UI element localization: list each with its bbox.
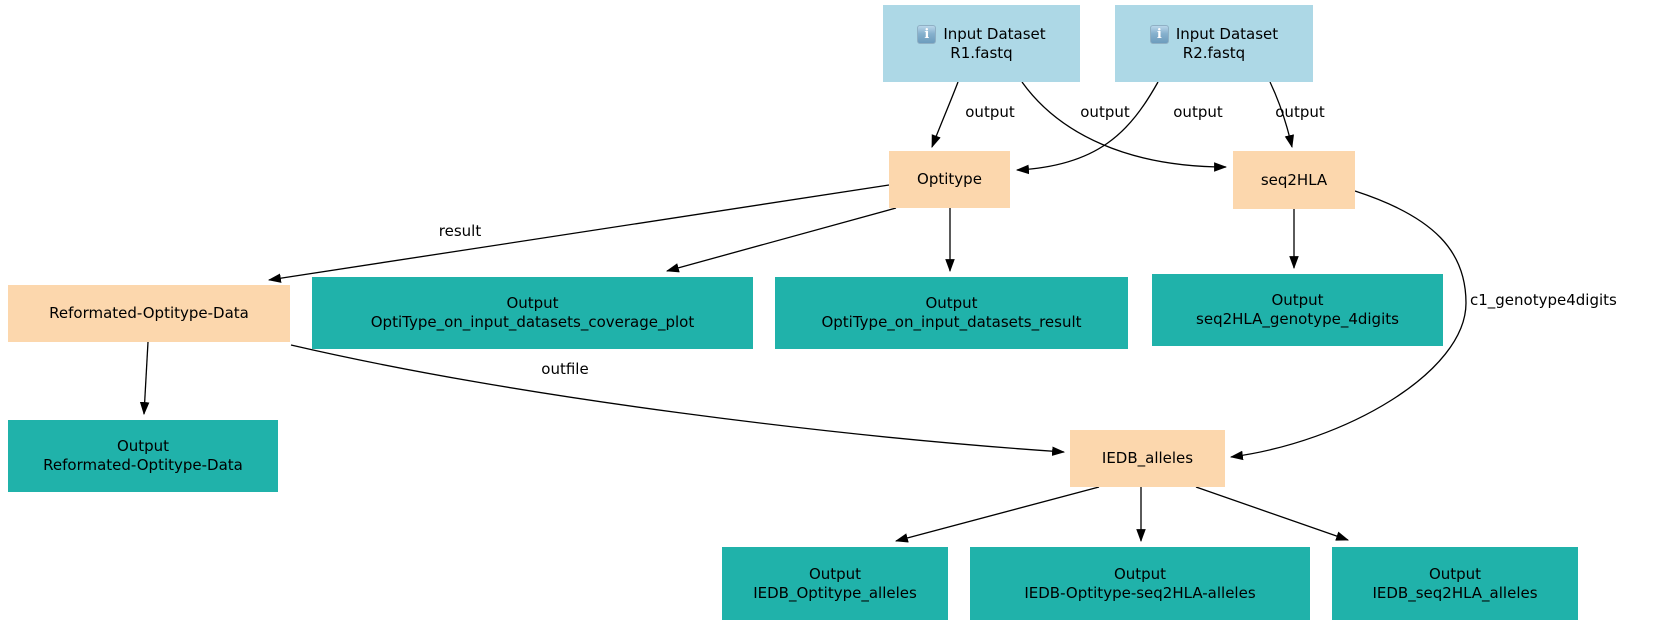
node-label: Output	[808, 564, 862, 583]
node-output-iedb-seq2hla-alleles[interactable]: Output IEDB_seq2HLA_alleles	[1332, 547, 1578, 620]
edge-label-outfile: outfile	[541, 360, 589, 378]
node-sublabel: R2.fastq	[1182, 43, 1246, 62]
node-output-seq2hla-genotype-4digits[interactable]: Output seq2HLA_genotype_4digits	[1152, 274, 1443, 346]
node-output-optitype-coverage-plot[interactable]: Output OptiType_on_input_datasets_covera…	[312, 277, 753, 349]
node-sublabel: R1.fastq	[950, 43, 1013, 62]
node-label: Output	[925, 294, 978, 312]
node-sublabel: IEDB_Optitype_alleles	[753, 583, 917, 602]
node-output-iedb-optitype-alleles[interactable]: Output IEDB_Optitype_alleles	[722, 547, 948, 620]
node-label: Output	[1271, 291, 1324, 309]
edge-label-result: result	[438, 222, 482, 240]
node-input-dataset-r1[interactable]: Input Dataset R1.fastq	[883, 5, 1080, 82]
node-label: Output	[116, 437, 170, 455]
node-input-dataset-r2[interactable]: Input Dataset R2.fastq	[1115, 5, 1313, 82]
node-tool-iedb-alleles[interactable]: IEDB_alleles	[1070, 430, 1225, 487]
edge-label-c1-genotype4digits: c1_genotype4digits	[1470, 291, 1617, 309]
node-sublabel: OptiType_on_input_datasets_coverage_plot	[370, 313, 695, 331]
node-sublabel: IEDB_seq2HLA_alleles	[1372, 583, 1538, 602]
node-output-iedb-optitype-seq2hla-alleles[interactable]: Output IEDB-Optitype-seq2HLA-alleles	[970, 547, 1310, 620]
node-label: Output	[1428, 564, 1482, 583]
node-tool-seq2hla[interactable]: seq2HLA	[1233, 151, 1355, 209]
node-sublabel: IEDB-Optitype-seq2HLA-alleles	[1024, 583, 1256, 602]
node-sublabel: OptiType_on_input_datasets_result	[821, 313, 1082, 331]
node-label: Input Dataset	[943, 24, 1046, 43]
node-label: Input Dataset	[1175, 24, 1279, 43]
node-tool-optitype[interactable]: Optitype	[889, 151, 1010, 208]
node-label: Reformated-Optitype-Data	[49, 304, 249, 322]
node-label: Optitype	[917, 170, 982, 188]
edge-label-output-r2-seq2hla: output	[1275, 103, 1325, 121]
node-label: seq2HLA	[1260, 170, 1328, 189]
node-label: Output	[506, 294, 559, 312]
node-output-reformated-optitype-data[interactable]: Output Reformated-Optitype-Data	[8, 420, 278, 492]
edge-label-output-r2-optitype: output	[1173, 103, 1223, 121]
info-icon	[917, 24, 937, 44]
info-icon	[1149, 24, 1169, 44]
edge-label-output-r1-optitype: output	[965, 103, 1015, 121]
node-sublabel: seq2HLA_genotype_4digits	[1196, 310, 1399, 328]
node-label: Output	[1113, 564, 1167, 583]
node-tool-reformated-optitype-data[interactable]: Reformated-Optitype-Data	[8, 285, 290, 342]
node-output-optitype-result[interactable]: Output OptiType_on_input_datasets_result	[775, 277, 1128, 349]
edge-label-output-r1-seq2hla: output	[1080, 103, 1130, 121]
node-label: IEDB_alleles	[1101, 449, 1194, 467]
node-sublabel: Reformated-Optitype-Data	[43, 456, 243, 474]
